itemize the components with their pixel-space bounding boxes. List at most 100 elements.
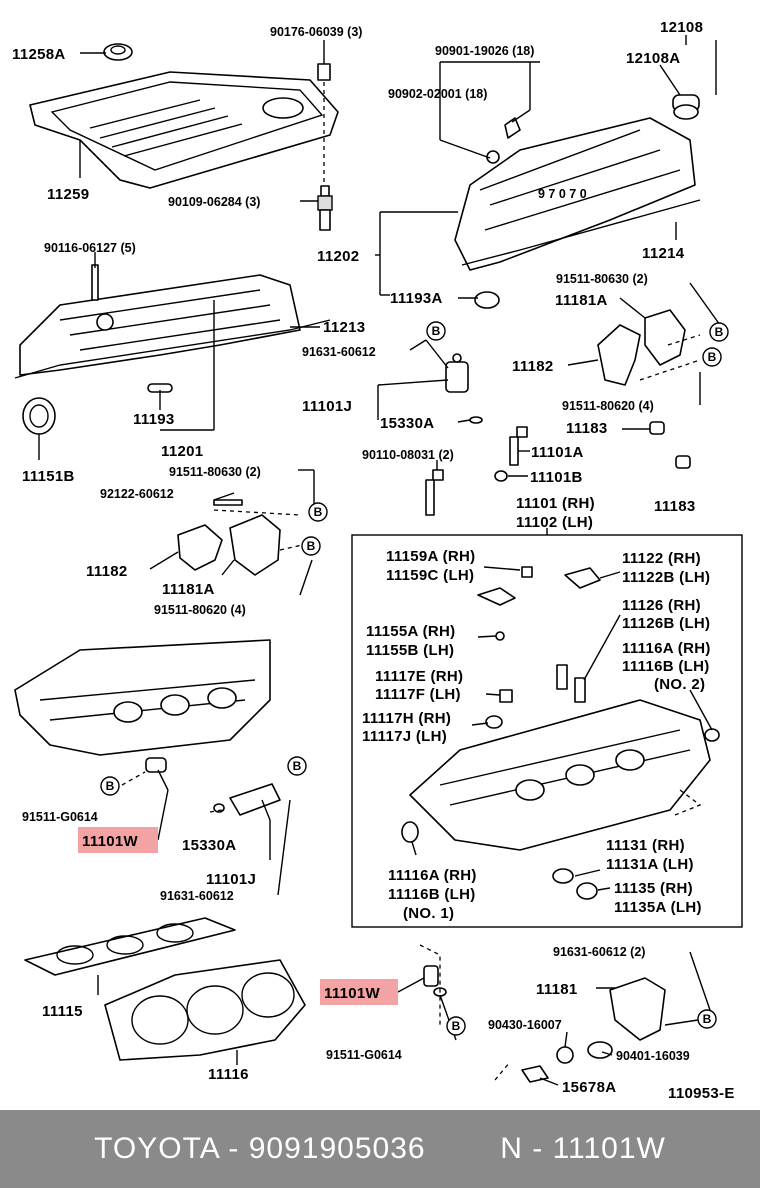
svg-text:9 7 0 7 0: 9 7 0 7 0 bbox=[538, 187, 587, 201]
label-11193a: 11193A bbox=[390, 290, 443, 307]
cylinder-head-small-parts-drawing bbox=[477, 566, 601, 900]
label-no1: (NO. 1) bbox=[403, 905, 454, 922]
label-91511-g0614-b: 91511-G0614 bbox=[326, 1048, 402, 1062]
parts-diagram: 9 7 0 7 0 bbox=[12, 19, 743, 1102]
label-11259: 11259 bbox=[47, 186, 89, 203]
label-11116a-l: 11116A (RH) bbox=[388, 867, 477, 884]
svg-text:B: B bbox=[715, 325, 724, 339]
label-90401: 90401-16039 bbox=[616, 1049, 690, 1063]
label-91631-mid: 91631-60612 bbox=[160, 889, 234, 903]
label-11155b: 11155B (LH) bbox=[366, 642, 454, 659]
label-15678a: 15678A bbox=[562, 1079, 616, 1096]
svg-text:B: B bbox=[293, 759, 302, 773]
label-11181a-top: 11181A bbox=[555, 292, 608, 309]
brackets-mid-drawing bbox=[177, 499, 281, 576]
label-11102-lh: 11102 (LH) bbox=[516, 514, 593, 531]
label-11201: 11201 bbox=[161, 443, 203, 460]
label-11159c: 11159C (LH) bbox=[386, 567, 474, 584]
label-11135: 11135 (RH) bbox=[614, 880, 693, 897]
label-11101-rh: 11101 (RH) bbox=[516, 495, 595, 512]
spark-plug-drawing bbox=[317, 185, 333, 231]
label-11117e: 11117E (RH) bbox=[375, 668, 463, 685]
callout-b-2: B bbox=[709, 322, 729, 342]
label-11117j: 11117J (LH) bbox=[362, 728, 447, 745]
label-12108a: 12108A bbox=[626, 50, 680, 67]
label-11183-b: 11183 bbox=[654, 498, 696, 515]
label-90109: 90109-06284 (3) bbox=[168, 195, 260, 209]
label-11182-top: 11182 bbox=[512, 358, 554, 375]
callout-b-8: B bbox=[446, 1016, 466, 1036]
label-15330a-top: 15330A bbox=[380, 415, 434, 432]
label-11101w-a: 11101W bbox=[82, 833, 139, 850]
dashed-guides bbox=[121, 334, 702, 1081]
callout-b-4: B bbox=[308, 502, 328, 522]
label-91511-80620-mid: 91511-80620 (4) bbox=[154, 603, 246, 617]
callout-b-3: B bbox=[702, 347, 722, 367]
callout-b-7: B bbox=[100, 776, 120, 796]
footer-bar: TOYOTA - 9091905036 N - 11101W bbox=[0, 1110, 760, 1188]
label-90110: 90110-08031 (2) bbox=[362, 448, 454, 462]
label-no2: (NO. 2) bbox=[654, 676, 705, 693]
head-gasket-drawing bbox=[104, 959, 306, 1061]
label-91511-80630-top: 91511-80630 (2) bbox=[556, 272, 648, 286]
label-11131: 11131 (RH) bbox=[606, 837, 685, 854]
vvt-sensor-mid-drawing bbox=[213, 783, 281, 816]
footer-text: TOYOTA - 9091905036 N - 11101W bbox=[94, 1132, 666, 1165]
callout-b-5: B bbox=[301, 536, 321, 556]
bolts-upper-drawing bbox=[425, 426, 528, 516]
label-90176: 90176-06039 (3) bbox=[270, 25, 362, 39]
valve-cover-lh-drawing bbox=[14, 264, 331, 435]
label-110953: 110953-E bbox=[668, 1085, 735, 1102]
label-11258a: 11258A bbox=[12, 46, 66, 63]
label-11122: 11122 (RH) bbox=[622, 550, 701, 567]
label-11183-a: 11183 bbox=[566, 420, 608, 437]
label-11181a-mid: 11181A bbox=[162, 581, 215, 598]
label-11202: 11202 bbox=[317, 248, 359, 265]
vvt-sensor-top-drawing bbox=[445, 353, 483, 424]
label-92122: 92122-60612 bbox=[100, 487, 174, 501]
label-91511-g0614-a: 91511-G0614 bbox=[22, 810, 98, 824]
svg-text:B: B bbox=[307, 539, 316, 553]
label-11131a: 11131A (LH) bbox=[606, 856, 694, 873]
engine-cover-drawing bbox=[29, 43, 339, 189]
svg-text:B: B bbox=[703, 1012, 712, 1026]
label-11181: 11181 bbox=[536, 981, 578, 998]
highlight-11101w-b bbox=[320, 979, 398, 1005]
svg-text:B: B bbox=[452, 1019, 461, 1033]
label-90430: 90430-16007 bbox=[488, 1018, 562, 1032]
bolt-drawing bbox=[317, 63, 331, 81]
label-11155a: 11155A (RH) bbox=[366, 623, 455, 640]
brackets-top-drawing bbox=[597, 309, 691, 469]
label-11115: 11115 bbox=[42, 1003, 83, 1020]
svg-text:B: B bbox=[106, 779, 115, 793]
label-15330a-mid: 15330A bbox=[182, 837, 236, 854]
callout-circles: B B B B B B B B B bbox=[100, 321, 729, 1036]
label-11122b: 11122B (LH) bbox=[622, 569, 710, 586]
label-90902: 90902-02001 (18) bbox=[388, 87, 487, 101]
label-11116b-l: 11116B (LH) bbox=[388, 886, 476, 903]
label-11116a-r: 11116A (RH) bbox=[622, 640, 711, 657]
label-11116: 11116 bbox=[208, 1066, 249, 1083]
label-11151b: 11151B bbox=[22, 468, 75, 485]
label-91511-80630-mid: 91511-80630 (2) bbox=[169, 465, 261, 479]
label-11101w-b: 11101W bbox=[324, 985, 381, 1002]
label-11101j-top: 11101J bbox=[302, 398, 352, 415]
label-12108: 12108 bbox=[660, 19, 703, 36]
label-11126: 11126 (RH) bbox=[622, 597, 701, 614]
cylinder-head-lh-drawing bbox=[14, 639, 271, 773]
svg-text:B: B bbox=[432, 324, 441, 338]
label-11193: 11193 bbox=[133, 411, 175, 428]
highlight-11101w-a bbox=[78, 827, 158, 853]
leader-lines bbox=[38, 35, 721, 1086]
part-labels: 11258A 90176-06039 (3) 12108 12108A 9090… bbox=[12, 19, 735, 1102]
label-11159a: 11159A (RH) bbox=[386, 548, 475, 565]
bottom-right-parts-drawing bbox=[521, 977, 666, 1083]
valve-cover-rh-drawing: 9 7 0 7 0 bbox=[454, 94, 701, 309]
label-11116b-r: 11116B (LH) bbox=[622, 658, 710, 675]
callout-b-1: B bbox=[426, 321, 446, 341]
label-91631-bot: 91631-60612 (2) bbox=[553, 945, 645, 959]
label-11117h: 11117H (RH) bbox=[362, 710, 451, 727]
label-91511-80620-top: 91511-80620 (4) bbox=[562, 399, 654, 413]
svg-text:B: B bbox=[708, 350, 717, 364]
label-91631-top: 91631-60612 bbox=[302, 345, 376, 359]
